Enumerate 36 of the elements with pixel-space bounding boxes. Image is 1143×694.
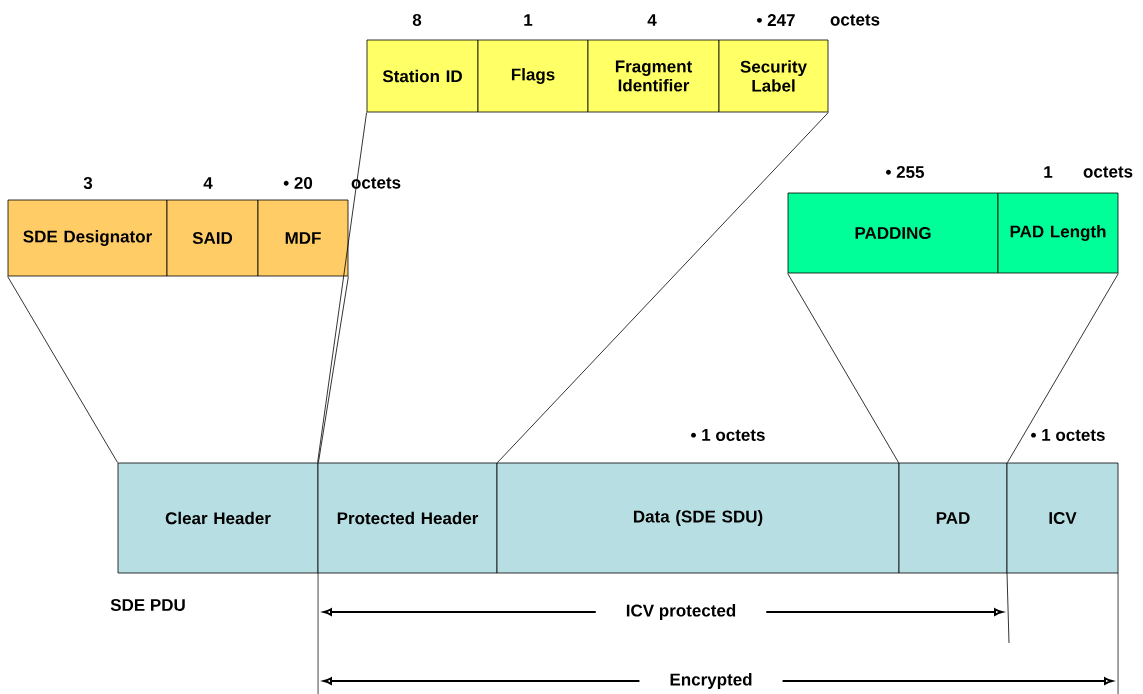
text-label: Encrypted xyxy=(639,671,783,691)
field-box: PAD Length xyxy=(997,192,1119,274)
text-label: SDE PDU xyxy=(110,599,185,612)
size-label: 8 xyxy=(412,14,422,27)
expansion-line xyxy=(318,276,349,463)
field-box: PADDING xyxy=(787,192,999,274)
field-box: Security Label xyxy=(718,39,829,113)
size-label: 1 xyxy=(524,14,533,26)
field-box: Clear Header xyxy=(117,462,319,574)
size-label: 1 xyxy=(1044,166,1053,178)
text-label: ICV protected xyxy=(595,602,767,622)
text-label: octets xyxy=(1083,166,1133,178)
size-label: 3 xyxy=(83,176,93,190)
expansion-line xyxy=(787,273,899,463)
field-box: SDE Designator xyxy=(7,199,168,277)
field-box: ICV xyxy=(1006,462,1119,574)
size-label: 4 xyxy=(647,14,657,26)
size-label: 4 xyxy=(203,177,213,189)
expansion-line xyxy=(317,112,367,463)
expansion-line xyxy=(1007,273,1119,463)
field-box: MDF xyxy=(257,199,349,277)
text-label: octets xyxy=(351,177,401,189)
field-box: SAID xyxy=(166,199,259,277)
size-label: • 1 octets xyxy=(691,429,765,441)
field-box: Flags xyxy=(477,39,589,113)
field-box: Station ID xyxy=(366,39,479,113)
size-label: • 255 xyxy=(886,166,925,179)
expansion-line xyxy=(7,276,118,463)
size-label: • 247 xyxy=(757,14,795,26)
field-box: Protected Header xyxy=(317,462,498,574)
size-label: • 20 xyxy=(283,177,313,190)
size-label: • 1 octets xyxy=(1031,429,1105,441)
text-label: octets xyxy=(830,14,880,26)
expansion-line xyxy=(497,112,829,463)
field-box: PAD xyxy=(898,462,1008,574)
field-box: Fragment Identifier xyxy=(587,39,720,113)
